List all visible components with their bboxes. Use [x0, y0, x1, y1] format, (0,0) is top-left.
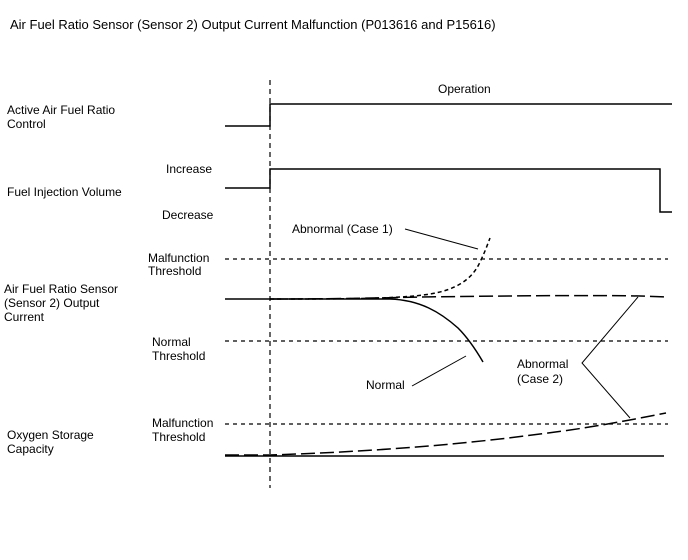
af-normal-threshold-line1: Normal [152, 335, 191, 349]
osc-malfunction-threshold-line1: Malfunction [152, 416, 214, 430]
af-malfunction-threshold-line2: Threshold [148, 264, 202, 278]
af-sensor-label-line3: Current [4, 310, 45, 324]
increase-label: Increase [166, 162, 213, 176]
af-sensor-label-line1: Air Fuel Ratio Sensor [4, 282, 119, 296]
operation-label: Operation [438, 82, 491, 96]
fuel-injection-signal [225, 168, 672, 213]
leader-abnormal-case1 [404, 228, 479, 250]
abnormal-case2-label-line2: (Case 2) [517, 372, 564, 386]
leader-abnormal-case2 [581, 296, 639, 419]
af-sensor-label-line2: (Sensor 2) Output [4, 296, 100, 310]
af-malfunction-threshold-line1: Malfunction [148, 251, 210, 265]
af-abnormal-case2-curve [269, 294, 669, 300]
af-normal-threshold-line2: Threshold [152, 349, 206, 363]
oxygen-storage-label-line2: Capacity [7, 442, 54, 456]
osc-abnormal-curve [225, 412, 667, 456]
af-abnormal-case1-curve [269, 237, 491, 300]
decrease-label: Decrease [162, 208, 214, 222]
active-control-signal [225, 103, 672, 127]
abnormal-case2-label-line1: Abnormal [517, 357, 569, 371]
af-normal-curve [270, 298, 484, 363]
active-control-label-line1: Active Air Fuel Ratio [7, 103, 116, 117]
oxygen-storage-label-line1: Oxygen Storage [7, 428, 94, 442]
leader-normal [411, 355, 467, 387]
abnormal-case1-label: Abnormal (Case 1) [292, 222, 393, 236]
normal-label: Normal [366, 378, 405, 392]
fuel-injection-label: Fuel Injection Volume [7, 185, 122, 199]
diagram-title: Air Fuel Ratio Sensor (Sensor 2) Output … [10, 17, 496, 32]
active-control-label-line2: Control [7, 117, 46, 131]
osc-malfunction-threshold-line2: Threshold [152, 430, 206, 444]
